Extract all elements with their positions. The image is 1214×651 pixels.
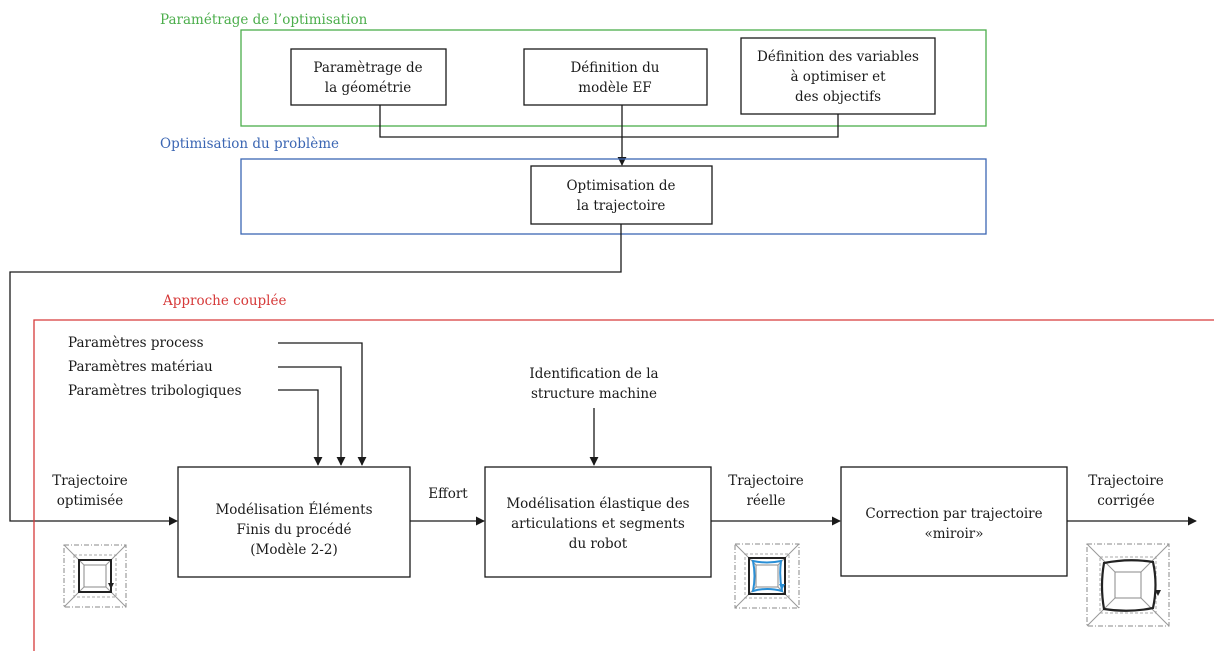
box-fe-process-line-1: Modélisation Éléments	[215, 502, 372, 518]
merge-connector	[379, 105, 839, 138]
box-elastic	[484, 466, 712, 578]
thumbnail-real	[734, 543, 800, 609]
box-fe-model	[523, 48, 708, 106]
param-tribology: Paramètres tribologiques	[68, 383, 242, 399]
box-mirror-line-1: Correction par trajectoire	[865, 506, 1042, 522]
section-frame-optimization	[240, 158, 987, 235]
box-fe-process-line-3: (Modèle 2-2)	[250, 542, 337, 558]
box-fe-model-line-2: modèle EF	[578, 80, 651, 96]
box-geometry	[290, 48, 447, 106]
section-title-setup: Paramétrage de l’optimisation	[160, 12, 368, 28]
box-fe-process-line-2: Finis du procédé	[237, 522, 352, 538]
box-fe-model-line-1: Définition du	[570, 60, 659, 76]
label-optimized-line-2: optimisée	[57, 493, 124, 509]
section-title-coupled: Approche couplée	[162, 293, 286, 309]
label-real-line-2: réelle	[746, 493, 785, 509]
identification-line-2: structure machine	[531, 386, 657, 402]
box-mirror-line-2: «miroir»	[925, 526, 984, 542]
identification-line-1: Identification de la	[529, 366, 658, 382]
box-geometry-line-2: la géométrie	[325, 80, 411, 96]
box-elastic-line-3: du robot	[569, 536, 628, 552]
arrow-param-material	[278, 366, 346, 466]
arrow-param-process	[278, 342, 367, 466]
param-material: Paramètres matériau	[68, 359, 213, 375]
section-title-optimization: Optimisation du problème	[160, 136, 339, 152]
box-trajectory-opt-line-2: la trajectoire	[577, 198, 666, 214]
box-variables-line-1: Définition des variables	[757, 49, 919, 65]
thumbnail-optimized	[63, 544, 127, 608]
label-effort: Effort	[428, 486, 468, 502]
arrow-param-tribology	[278, 389, 323, 466]
box-mirror	[840, 466, 1068, 577]
box-variables-line-3: des objectifs	[795, 89, 881, 105]
box-trajectory-opt-line-1: Optimisation de	[566, 178, 675, 194]
box-fe-process	[177, 466, 411, 578]
thumbnail-corrected	[1086, 543, 1170, 627]
section-frame-coupled	[33, 319, 1214, 651]
label-corrected-line-1: Trajectoire	[1088, 473, 1164, 489]
label-optimized-line-1: Trajectoire	[52, 473, 128, 489]
arrow-optimized-trajectory	[9, 224, 622, 526]
box-trajectory-opt	[530, 165, 713, 225]
label-corrected-line-2: corrigée	[1097, 493, 1155, 509]
box-geometry-line-1: Paramètrage de	[313, 60, 422, 76]
param-process: Paramètres process	[68, 335, 204, 351]
section-frame-setup	[240, 29, 987, 127]
label-real-line-1: Trajectoire	[728, 473, 804, 489]
box-variables-line-2: à optimiser et	[790, 69, 886, 85]
box-elastic-line-1: Modélisation élastique des	[506, 496, 689, 512]
box-elastic-line-2: articulations et segments	[511, 516, 685, 532]
